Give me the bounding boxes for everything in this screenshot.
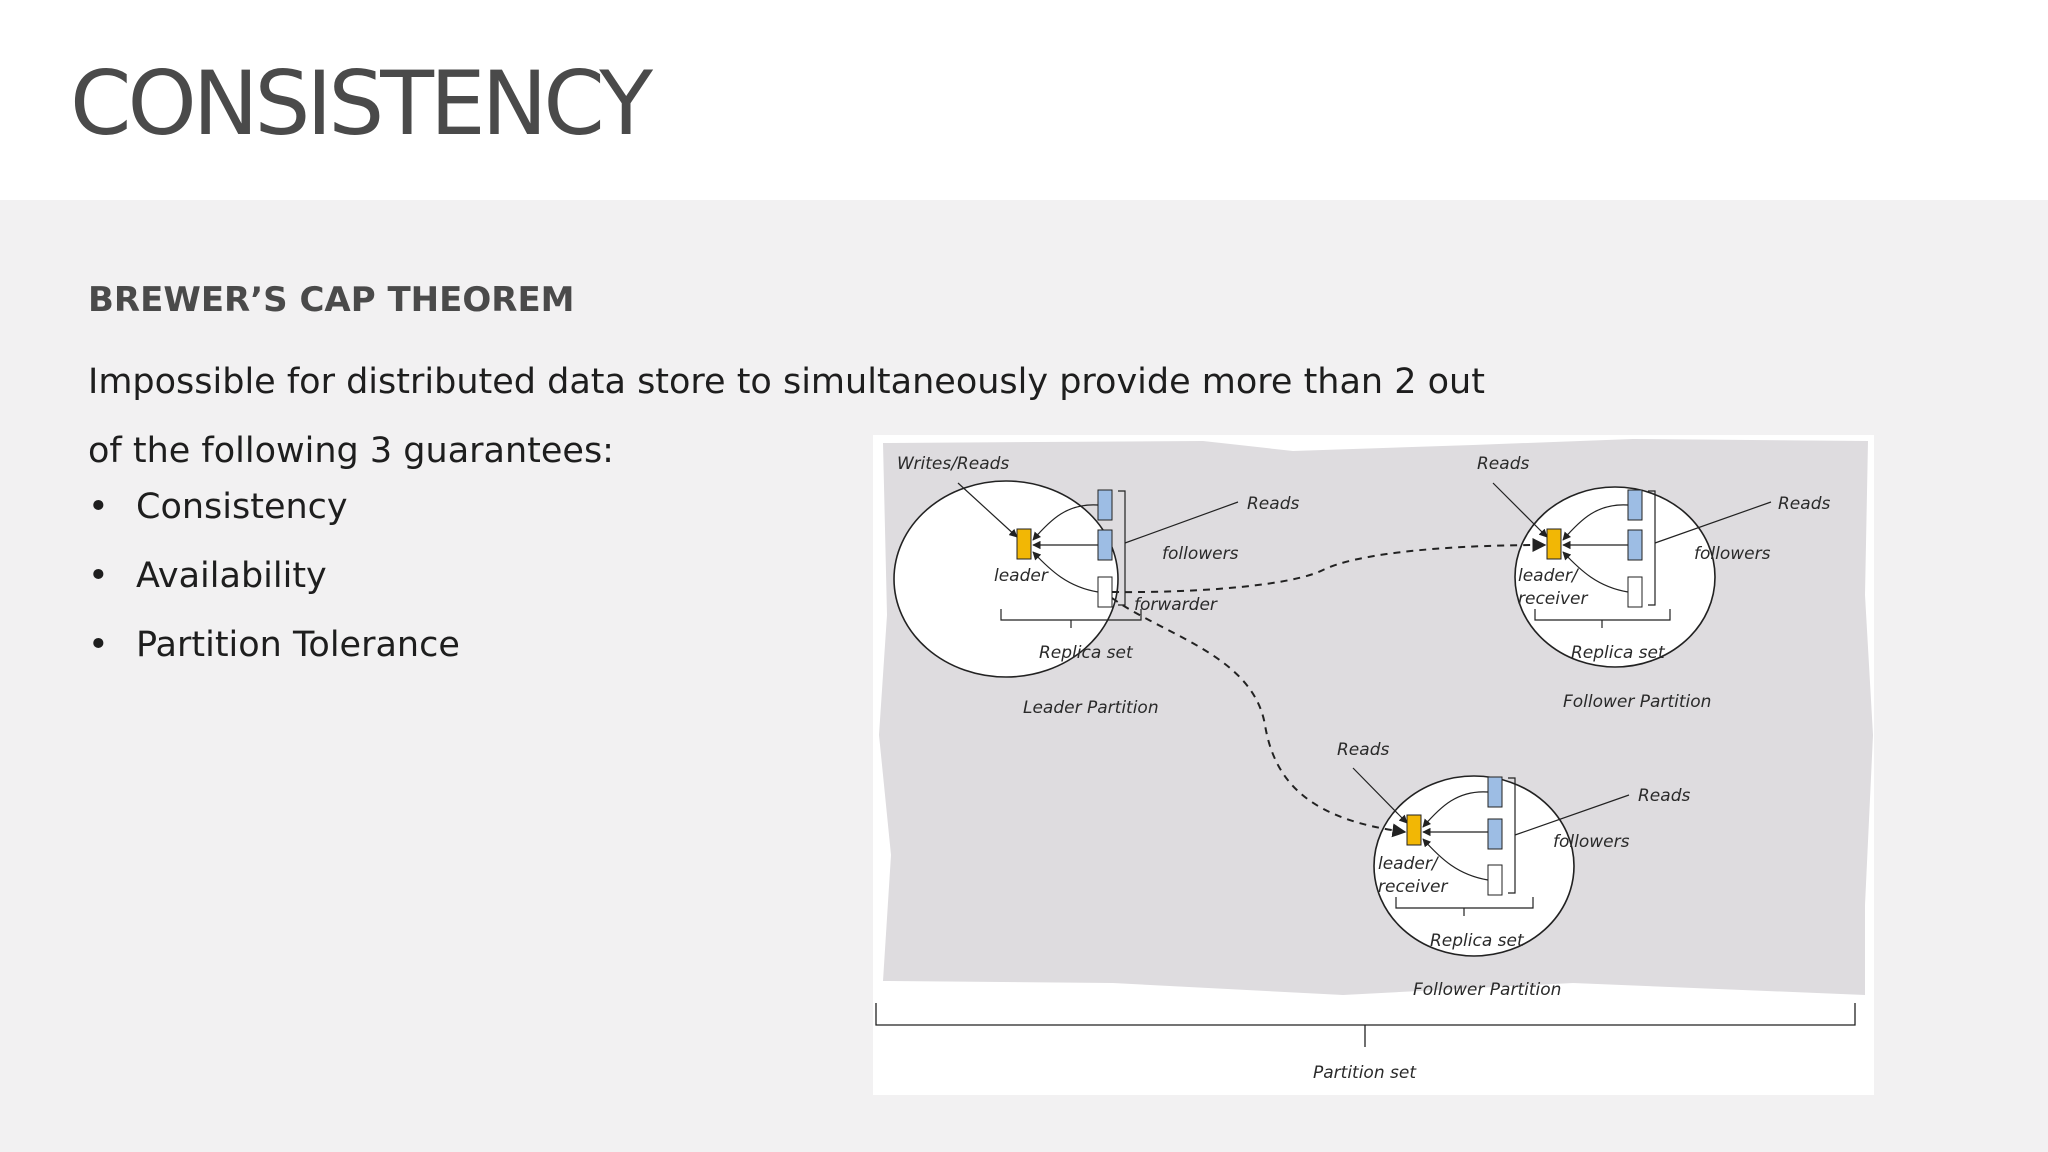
receiver-label: leader/	[1518, 566, 1580, 586]
replica-bracket	[1508, 777, 1516, 894]
leader-label: leader	[994, 566, 1049, 586]
bullet-text: Availability	[136, 556, 327, 596]
leader-node	[1016, 528, 1032, 560]
followers-label: followers	[1694, 544, 1771, 564]
follower-node	[1097, 529, 1113, 561]
partition-caption: Follower Partition	[1413, 980, 1561, 1000]
intro-paragraph: Impossible for distributed data store to…	[88, 362, 1485, 471]
receiver-label: receiver	[1518, 589, 1588, 609]
followers-label: followers	[1162, 544, 1239, 564]
follower-node	[1627, 576, 1643, 608]
follower-partition-top: Reads Reads leader/ receiver followers R…	[1477, 454, 1830, 712]
partition-caption: Follower Partition	[1563, 692, 1711, 712]
bullet-icon: •	[88, 625, 109, 665]
partition-diagram: Writes/Reads Reads leader followers forw…	[873, 435, 1874, 1095]
writes-reads-arrow	[957, 482, 1018, 538]
bullet-text: Partition Tolerance	[136, 625, 460, 665]
replica-set-label: Replica set	[1039, 643, 1134, 663]
writes-reads-label: Writes/Reads	[897, 454, 1009, 474]
replica-set-brace	[1000, 609, 1142, 628]
replica-bracket	[1648, 490, 1656, 606]
section-heading: BREWER’S CAP THEOREM	[88, 280, 575, 320]
partition-ellipse	[893, 480, 1119, 678]
replication-arrow	[1032, 504, 1099, 541]
partition-caption: Leader Partition	[1023, 698, 1159, 718]
bullet-icon: •	[88, 487, 109, 527]
reads-label: Reads	[1638, 786, 1690, 806]
replica-bracket	[1118, 490, 1126, 606]
list-item: • Consistency	[88, 473, 460, 542]
reads-label: Reads	[1247, 494, 1299, 514]
list-item: • Partition Tolerance	[88, 611, 460, 680]
receiver-label: leader/	[1378, 854, 1440, 874]
partition-set-label: Partition set	[1313, 1063, 1417, 1083]
reads-label: Reads	[1778, 494, 1830, 514]
reads-arrow	[1124, 501, 1239, 544]
reads-arrow	[1654, 501, 1772, 544]
replica-set-label: Replica set	[1430, 931, 1525, 951]
replication-arrow	[1422, 838, 1489, 881]
follower-node	[1487, 776, 1503, 808]
title-band	[0, 0, 2048, 200]
receiver-label: receiver	[1378, 877, 1448, 897]
reads-in-arrow	[1492, 482, 1548, 538]
replication-arrow	[1562, 551, 1629, 593]
follower-node	[1487, 818, 1503, 850]
bullet-icon: •	[88, 556, 109, 596]
receiver-node	[1406, 814, 1422, 846]
replication-arrow	[1032, 551, 1099, 593]
forward-link-top	[1111, 538, 1547, 594]
follower-node	[1097, 489, 1113, 521]
replica-set-brace	[1395, 897, 1534, 916]
guarantee-list: • Consistency • Availability • Partition To…	[88, 473, 460, 680]
receiver-node	[1546, 528, 1562, 560]
slide-title: CONSISTENCY	[70, 52, 653, 155]
partition-set-brace	[875, 1003, 1856, 1047]
replication-arrow	[1422, 791, 1489, 828]
forwarder-label: forwarder	[1134, 595, 1218, 615]
reads-arrow	[1514, 794, 1630, 836]
replica-set-brace	[1534, 609, 1671, 628]
replica-set-label: Replica set	[1571, 643, 1666, 663]
followers-label: followers	[1553, 832, 1630, 852]
follower-partition-bottom: Reads Reads leader/ receiver followers R…	[1337, 740, 1690, 1000]
reads-in-arrow	[1352, 767, 1408, 824]
reads-in-label: Reads	[1477, 454, 1529, 474]
reads-in-label: Reads	[1337, 740, 1389, 760]
leader-partition: Writes/Reads Reads leader followers forw…	[893, 454, 1299, 718]
follower-node	[1627, 529, 1643, 561]
follower-node	[1627, 489, 1643, 521]
bullet-text: Consistency	[136, 487, 348, 527]
follower-node	[1487, 864, 1503, 896]
forwarder-node	[1097, 576, 1113, 608]
list-item: • Availability	[88, 542, 460, 611]
replication-arrow	[1562, 504, 1629, 541]
